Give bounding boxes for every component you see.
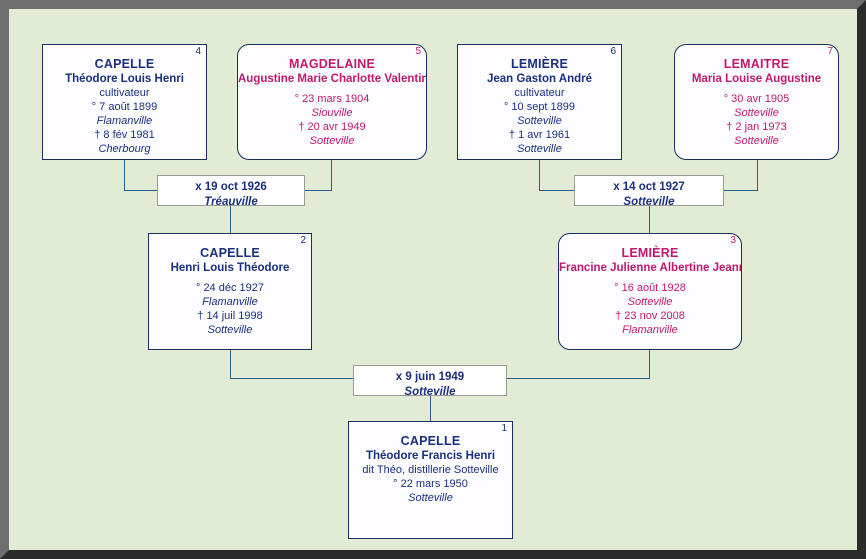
person-number: 5 (415, 46, 421, 57)
person-birth-place: Flamanville (96, 115, 153, 127)
person-death-date: † 20 avr 1949 (298, 121, 366, 133)
person-surname: LEMIÈRE (621, 246, 679, 260)
person-given-name: Jean Gaston André (486, 73, 593, 85)
person-birth-place: Flamanville (202, 296, 258, 308)
connector-m3-down (430, 395, 431, 421)
marriage-place: Sotteville (404, 386, 456, 396)
connector-m1-down (230, 205, 231, 233)
person-number: 4 (195, 46, 201, 57)
person-death-date: † 23 nov 2008 (615, 310, 685, 322)
person-box-p3[interactable]: 3 LEMIÈRE Francine Julienne Albertine Je… (558, 233, 742, 350)
person-death-place: Sotteville (309, 135, 355, 147)
connector-p7-down (757, 160, 758, 190)
marriage-place: Tréauville (204, 196, 258, 206)
person-number: 6 (610, 46, 616, 57)
person-death-place: Sotteville (517, 143, 562, 155)
person-death-date: † 14 juil 1998 (197, 310, 263, 322)
person-box-p5[interactable]: 5 MAGDELAINE Augustine Marie Charlotte V… (237, 44, 427, 160)
person-given-name: Augustine Marie Charlotte Valentine (238, 73, 427, 85)
person-number: 3 (730, 235, 736, 246)
person-death-date: † 2 jan 1973 (726, 121, 787, 133)
person-box-p7[interactable]: 7 LEMAITRE Maria Louise Augustine ° 30 a… (674, 44, 839, 160)
chart-canvas: 4 CAPELLE Théodore Louis Henri cultivate… (9, 9, 857, 550)
marriage-box-m1[interactable]: x 19 oct 1926 Tréauville (157, 175, 305, 206)
person-death-place: Sotteville (207, 324, 253, 336)
connector-p4-across (124, 190, 157, 191)
person-birth-place: Sotteville (627, 296, 673, 308)
marriage-place: Sotteville (623, 196, 675, 206)
person-box-p4[interactable]: 4 CAPELLE Théodore Louis Henri cultivate… (42, 44, 207, 160)
connector-p2-down (230, 350, 231, 378)
person-given-name: Théodore Louis Henri (65, 73, 184, 85)
connector-p3-across (507, 378, 650, 379)
connector-p6-across (539, 190, 574, 191)
person-death-date: † 8 fév 1981 (94, 129, 155, 141)
marriage-date: x 9 juin 1949 (395, 371, 465, 383)
person-number: 1 (501, 423, 507, 434)
person-death-place: Cherbourg (98, 143, 151, 155)
connector-p3-down (649, 350, 650, 378)
person-box-p1[interactable]: 1 CAPELLE Théodore Francis Henri dit Thé… (348, 421, 513, 539)
marriage-box-m2[interactable]: x 14 oct 1927 Sotteville (574, 175, 724, 206)
person-birth-date: ° 22 mars 1950 (393, 478, 468, 490)
person-death-place: Flamanville (622, 324, 678, 336)
person-number: 7 (827, 46, 833, 57)
person-given-name: Francine Julienne Albertine Jeanne (559, 262, 742, 274)
person-surname: LEMAITRE (723, 57, 790, 71)
person-birth-date: ° 23 mars 1904 (294, 93, 370, 105)
person-birth-date: ° 10 sept 1899 (503, 101, 576, 113)
person-birth-place: Sotteville (517, 115, 562, 127)
person-birth-place: Siouville (311, 107, 353, 119)
connector-p2-across (230, 378, 353, 379)
person-surname: MAGDELAINE (288, 57, 376, 71)
person-surname: CAPELLE (200, 246, 260, 260)
person-given-name: Théodore Francis Henri (365, 450, 496, 462)
person-box-p2[interactable]: 2 CAPELLE Henri Louis Théodore ° 24 déc … (148, 233, 312, 350)
person-death-date: † 1 avr 1961 (508, 129, 571, 141)
person-given-name: Henri Louis Théodore (170, 262, 290, 274)
person-birth-date: ° 16 août 1928 (614, 282, 686, 294)
person-box-p6[interactable]: 6 LEMIÈRE Jean Gaston André cultivateur … (457, 44, 622, 160)
person-birth-place: Sotteville (408, 492, 453, 504)
person-birth-date: ° 30 avr 1905 (723, 93, 790, 105)
person-occupation: dit Théo, distillerie Sotteville (362, 464, 499, 476)
person-death-place: Sotteville (734, 135, 779, 147)
connector-m2-down (649, 205, 650, 233)
connector-p7-across (723, 190, 758, 191)
connector-p5-down (331, 160, 332, 190)
connector-p6-down (539, 160, 540, 190)
person-surname: LEMIÈRE (511, 57, 568, 71)
marriage-box-m3[interactable]: x 9 juin 1949 Sotteville (353, 365, 507, 396)
person-birth-date: ° 7 août 1899 (91, 101, 158, 113)
person-number: 2 (300, 235, 306, 246)
person-occupation: cultivateur (514, 87, 565, 99)
marriage-date: x 14 oct 1927 (613, 181, 685, 193)
person-birth-place: Sotteville (734, 107, 779, 119)
person-surname: CAPELLE (94, 57, 155, 71)
connector-p5-across (305, 190, 332, 191)
connector-p4-down (124, 160, 125, 190)
person-surname: CAPELLE (400, 434, 461, 448)
person-birth-date: ° 24 déc 1927 (195, 282, 264, 294)
marriage-date: x 19 oct 1926 (195, 181, 267, 193)
person-occupation: cultivateur (99, 87, 150, 99)
person-given-name: Maria Louise Augustine (691, 73, 822, 85)
